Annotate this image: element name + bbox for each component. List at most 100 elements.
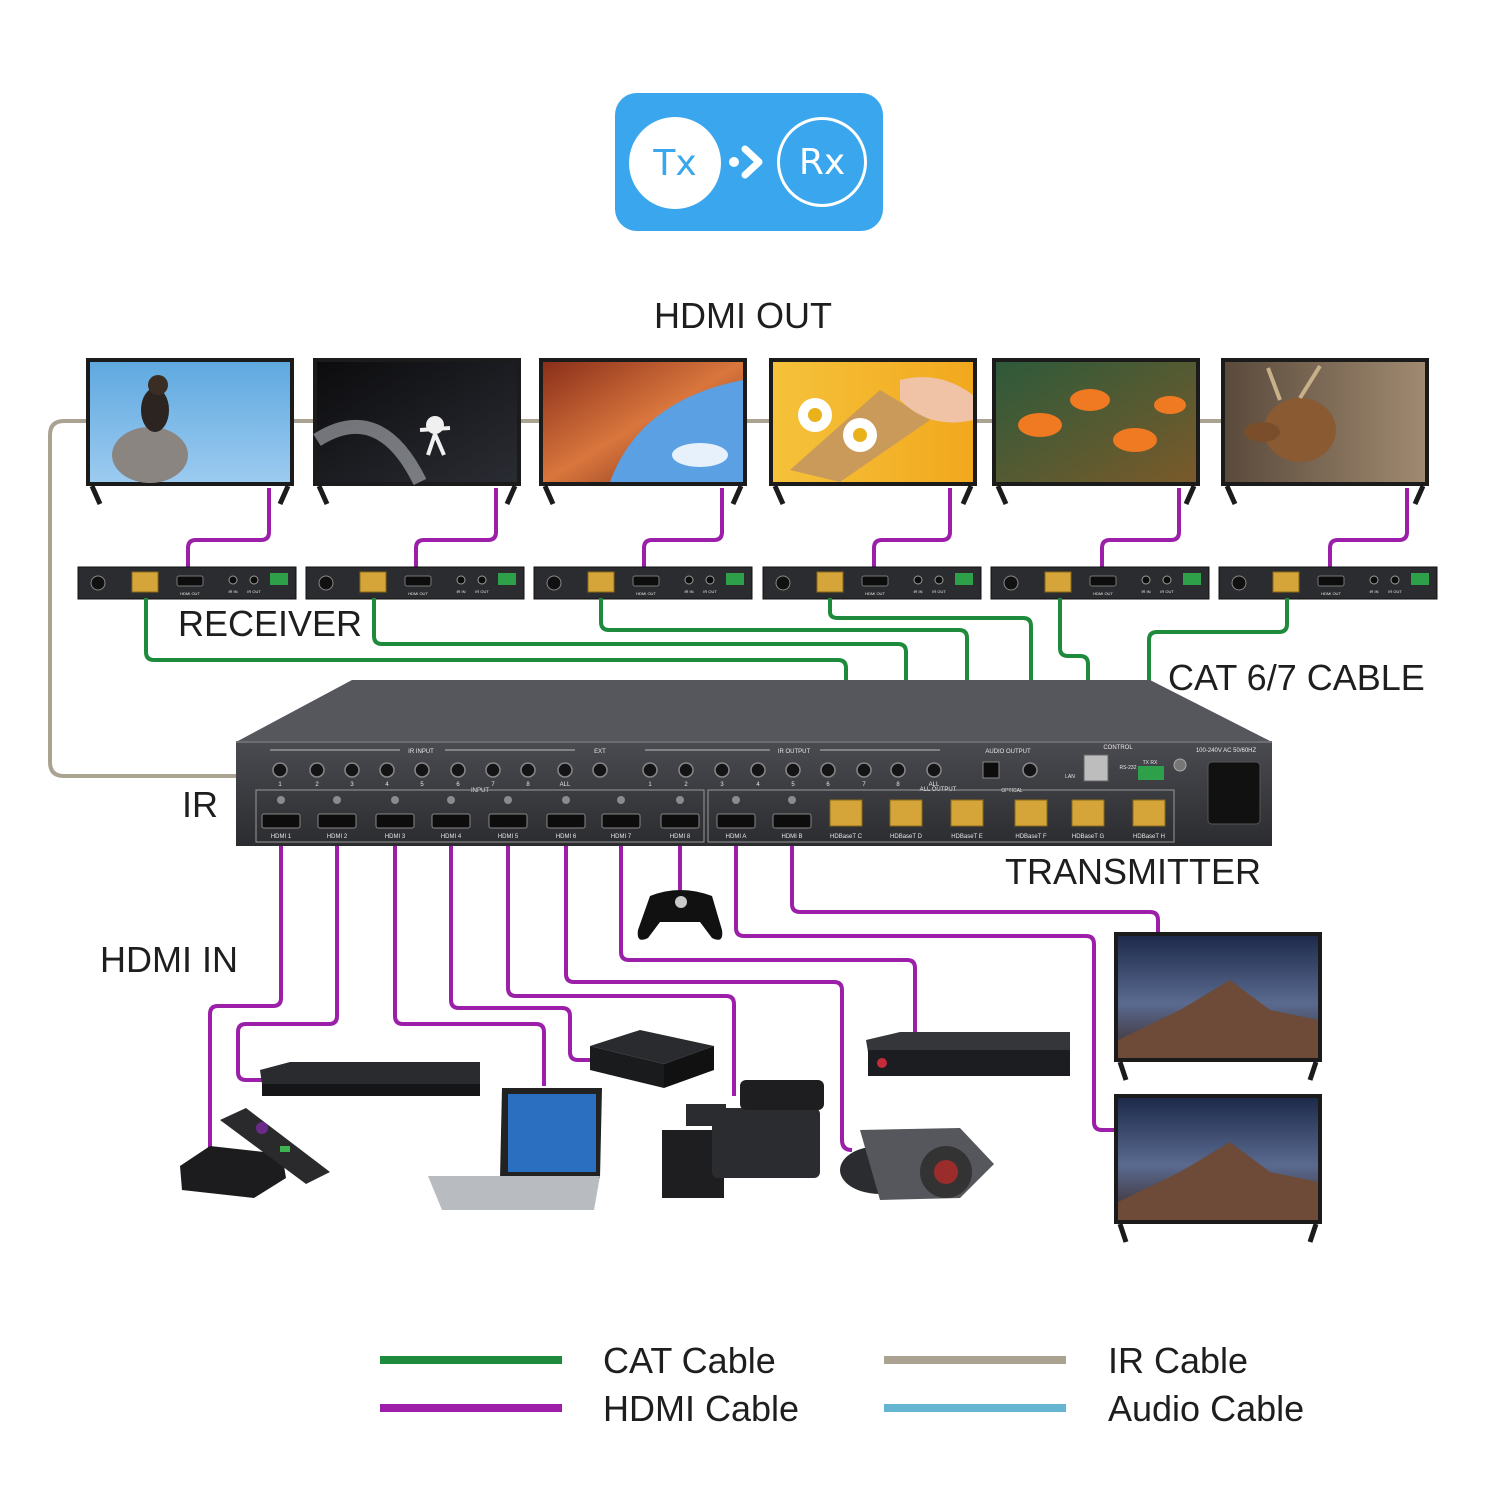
dc-jack	[1231, 575, 1247, 591]
led	[562, 796, 570, 804]
rs232-terminal	[1411, 573, 1429, 585]
hdmi-input-port	[488, 813, 528, 829]
hdbaset-port	[889, 799, 923, 827]
hdbaset-port	[1071, 799, 1105, 827]
receiver-ir-in-text: IR IN	[1369, 589, 1378, 594]
led	[504, 796, 512, 804]
receiver-ir-out-text: IR OUT	[703, 589, 717, 594]
led	[447, 796, 455, 804]
ir-output-port-label: ALL	[929, 782, 940, 788]
tv-row	[86, 358, 1429, 506]
hdbaset-port-label: HDBaseT H	[1133, 834, 1165, 840]
hdmi-input-port	[601, 813, 641, 829]
hdbt-port	[131, 571, 159, 593]
hdmi-input-group	[255, 789, 705, 843]
ir-output-jack	[678, 762, 694, 778]
led	[617, 796, 625, 804]
dc-jack	[775, 575, 791, 591]
receiver-hdmi-out-text: HDMI OUT	[636, 591, 656, 596]
ir-output-port-label: 5	[791, 782, 795, 788]
audio-jack	[1022, 762, 1038, 778]
ir-input-port-label: 1	[278, 782, 282, 788]
tv-3	[539, 358, 747, 506]
hdbaset-port	[1014, 799, 1048, 827]
ir-output-jack	[820, 762, 836, 778]
streaming-box	[590, 1030, 714, 1088]
hdbt-port	[587, 571, 615, 593]
audio-output-heading: AUDIO OUTPUT	[985, 749, 1031, 755]
ir-input-jack	[485, 762, 501, 778]
cat-cable-label: CAT 6/7 CABLE	[1168, 657, 1425, 698]
hdmi-port	[632, 575, 660, 587]
tx-rx-badge: Tx Rx	[615, 93, 883, 231]
rs232-terminal	[955, 573, 973, 585]
ir-output-port-label: 4	[756, 782, 760, 788]
hdbt-port	[1044, 571, 1072, 593]
ir-cable	[48, 419, 1223, 778]
receiver-hdmi-out-text: HDMI OUT	[180, 591, 200, 596]
ir-input-jack	[414, 762, 430, 778]
ir-input-jack	[344, 762, 360, 778]
ir-output-heading: IR OUTPUT	[778, 749, 811, 755]
led	[788, 796, 796, 804]
hdbt-port	[1272, 571, 1300, 593]
hdmi-output-port	[716, 813, 756, 829]
hdbaset-port-label: HDBaseT D	[890, 834, 923, 840]
rs232-terminal	[1183, 573, 1201, 585]
hdmi-input-port-label: HDMI 4	[441, 834, 462, 840]
laptop	[428, 1088, 602, 1210]
hdmi-input-port-label: HDMI 1	[271, 834, 292, 840]
ir-input-jack	[520, 762, 536, 778]
led	[732, 796, 740, 804]
dvd-player	[866, 1032, 1070, 1076]
ir-output-jack	[642, 762, 658, 778]
ir-input-port-label: 7	[491, 782, 495, 788]
ir-input-port-label: 6	[456, 782, 460, 788]
hdmi-input-port-label: HDMI 3	[385, 834, 406, 840]
ir-input-jack	[379, 762, 395, 778]
dc-jack	[90, 575, 106, 591]
hdmi-input-port	[261, 813, 301, 829]
receiver-hdmi-out-text: HDMI OUT	[1093, 591, 1113, 596]
tv-2	[313, 358, 521, 506]
hdmi-input-port	[660, 813, 700, 829]
led	[277, 796, 285, 804]
ir-input-heading: IR INPUT	[408, 749, 434, 755]
ir-output-jack	[714, 762, 730, 778]
hdmi-input-port-label: HDMI 7	[611, 834, 632, 840]
hdmi-port	[404, 575, 432, 587]
roku-player	[180, 1108, 330, 1198]
hdmi-cables-top	[186, 488, 1409, 571]
tx-rx-label: TX RX	[1143, 760, 1158, 766]
receiver-hdmi-out-text: HDMI OUT	[1321, 591, 1341, 596]
ir-input-port-label: ALL	[560, 782, 571, 788]
hdbaset-port-label: HDBaseT C	[830, 834, 863, 840]
legend-label-cat: CAT Cable	[603, 1340, 776, 1381]
hdbaset-port	[950, 799, 984, 827]
receiver-ir-in-text: IR IN	[913, 589, 922, 594]
power-label: 100-240V AC 50/60HZ	[1196, 748, 1257, 754]
rs232-terminal	[726, 573, 744, 585]
led	[391, 796, 399, 804]
ir-output-port-label: 7	[862, 782, 866, 788]
legend-label-hdmi: HDMI Cable	[603, 1388, 800, 1429]
hdmi-input-port	[317, 813, 357, 829]
legend	[380, 1356, 1066, 1412]
dc-jack	[1003, 575, 1019, 591]
ir-output-jack	[926, 762, 942, 778]
ir-input-jack	[272, 762, 288, 778]
hdbaset-port	[1132, 799, 1166, 827]
ir-output-jack	[890, 762, 906, 778]
hdmi-port	[176, 575, 204, 587]
rx-circle: Rx	[777, 117, 867, 207]
legend-label-audio: Audio Cable	[1108, 1388, 1305, 1429]
hdmi-input-port	[546, 813, 586, 829]
control-heading: CONTROL	[1103, 745, 1133, 751]
hdbaset-port	[829, 799, 863, 827]
ir-output-port-label: 1	[648, 782, 652, 788]
receiver-ir-in-text: IR IN	[228, 589, 237, 594]
